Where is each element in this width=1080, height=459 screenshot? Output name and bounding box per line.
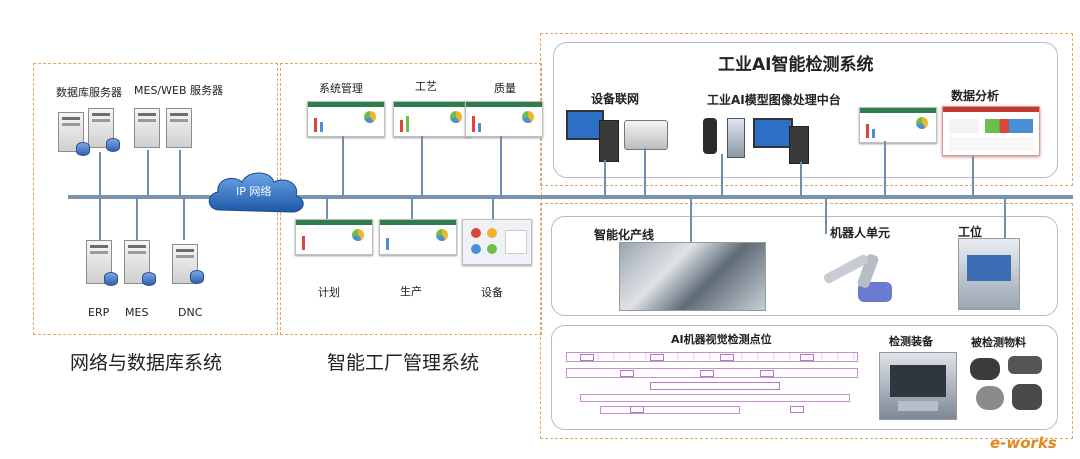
database-icon	[104, 272, 118, 286]
ai-computer-tower-icon	[789, 126, 809, 164]
erp-server	[86, 240, 112, 284]
inspection-point	[580, 354, 594, 361]
ai-inspection-title: 工业AI智能检测系统	[718, 55, 874, 75]
network-database-title: 网络与数据库系统	[70, 352, 223, 374]
link-printer	[644, 148, 646, 196]
database-icon	[142, 272, 156, 286]
kiosk-terminal-icon	[727, 118, 745, 158]
inspection-point	[760, 370, 774, 377]
plan-screen	[295, 219, 373, 255]
vision-points-label: AI机器视觉检测点位	[671, 333, 772, 346]
inspection-point	[700, 370, 714, 377]
link-erp	[99, 198, 101, 240]
link-ai-monitor	[800, 162, 802, 196]
db-server-label: 数据库服务器	[56, 86, 122, 99]
link-production-line	[690, 198, 692, 242]
inspected-parts-icon	[966, 352, 1052, 418]
eworks-logo: e-works	[990, 434, 1057, 452]
inspection-point	[800, 354, 814, 361]
database-icon	[106, 138, 120, 152]
vision-layout-diagram	[560, 348, 866, 420]
link-quality	[500, 136, 502, 196]
production-screen	[379, 219, 457, 255]
link-plan	[326, 198, 328, 220]
link-web-server-2	[179, 150, 181, 196]
link-device-network	[604, 160, 606, 196]
link-robot-unit	[825, 198, 827, 234]
link-equipment	[492, 198, 494, 220]
link-db-server	[99, 152, 101, 196]
link-workstation	[1004, 198, 1006, 238]
workstation-label: 工位	[958, 225, 983, 239]
equipment-label: 设备	[481, 286, 503, 299]
web-server-label: MES/WEB 服务器	[134, 84, 223, 97]
link-production	[411, 198, 413, 220]
link-mes	[136, 198, 138, 240]
plan-label: 计划	[318, 286, 340, 299]
cloud-icon	[208, 172, 304, 213]
inspection-point	[620, 370, 634, 377]
production-line-photo	[619, 242, 766, 311]
factory-management-title: 智能工厂管理系统	[327, 352, 480, 374]
process-screen	[393, 101, 471, 137]
system-management-screen	[307, 101, 385, 137]
analysis-screen	[859, 107, 937, 143]
workstation-photo	[958, 238, 1020, 310]
analysis-dashboard	[942, 106, 1040, 156]
link-analysis-dashboard	[972, 156, 974, 196]
quality-label: 质量	[494, 82, 516, 95]
ai-platform-label: 工业AI模型图像处理中台	[707, 93, 841, 107]
inspection-equipment-photo	[879, 352, 957, 420]
process-label: 工艺	[415, 80, 437, 93]
printer-icon	[624, 120, 668, 150]
equipment-screen	[462, 219, 532, 265]
inspection-point	[720, 354, 734, 361]
production-label: 生产	[400, 285, 422, 298]
production-line-label: 智能化产线	[594, 228, 655, 242]
inspection-point	[630, 406, 644, 413]
quality-screen	[465, 101, 543, 137]
link-analysis-screen	[884, 141, 886, 196]
mes-label: MES	[125, 306, 149, 319]
inspected-material-label: 被检测物料	[971, 336, 1026, 349]
web-server-1	[134, 108, 160, 148]
system-management-label: 系统管理	[319, 82, 363, 95]
device-network-label: 设备联网	[591, 92, 640, 106]
ip-network-label: IP 网络	[236, 185, 272, 198]
link-dnc	[183, 198, 185, 240]
handheld-scanner-icon	[703, 118, 717, 154]
data-analysis-label: 数据分析	[951, 89, 1000, 103]
inspection-point	[650, 354, 664, 361]
database-icon	[76, 142, 90, 156]
link-web-server-1	[147, 150, 149, 196]
erp-label: ERP	[88, 306, 110, 319]
production-region	[540, 203, 1073, 439]
database-icon	[190, 270, 204, 284]
dnc-label: DNC	[178, 306, 203, 319]
link-handheld	[721, 154, 723, 196]
web-server-2	[166, 108, 192, 148]
link-system-management	[342, 136, 344, 196]
inspection-equipment-label: 检测装备	[889, 335, 933, 348]
computer-tower-icon	[599, 120, 619, 162]
link-process	[421, 136, 423, 196]
network-bus	[68, 195, 1073, 199]
inspection-point	[790, 406, 804, 413]
ai-monitor-icon	[753, 118, 793, 148]
robot-unit-label: 机器人单元	[830, 226, 891, 240]
robot-arm-icon	[808, 246, 904, 304]
